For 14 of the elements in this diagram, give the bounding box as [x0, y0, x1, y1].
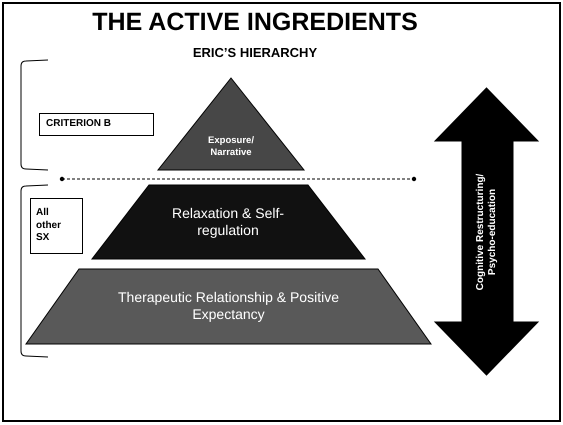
node-label: All other SX [35, 206, 62, 246]
subtitle: ERIC’S HIERARCHY [192, 45, 318, 60]
node-label: Therapeutic Relationship & Positive Expectancy [116, 288, 340, 324]
pyramid-middle-tier [92, 185, 365, 259]
pyramid-base-tier [26, 269, 431, 344]
title: THE ACTIVE INGREDIENTS [91, 8, 419, 37]
pyramid-top-triangle [158, 78, 304, 170]
node-label: Cognitive Restructuring/ Psycho-education [473, 172, 498, 292]
criterion-label [39, 113, 154, 136]
node-label: CRITERION B [45, 117, 112, 132]
node-label: Exposure/ Narrative [207, 134, 255, 160]
double-arrow [435, 88, 538, 375]
symptoms-label [30, 198, 83, 254]
node-label: Relaxation & Self-regulation [170, 204, 286, 240]
